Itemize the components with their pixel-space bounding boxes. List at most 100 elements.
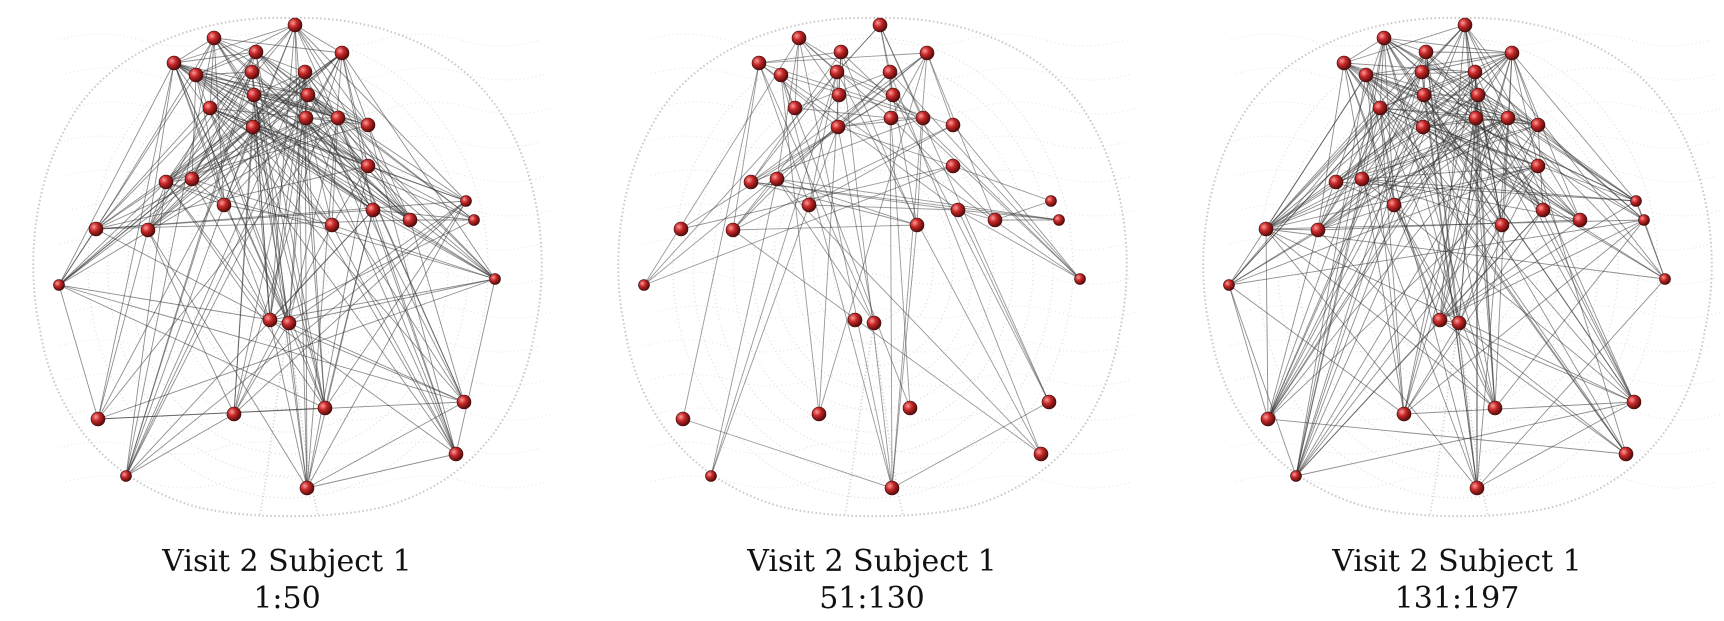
brain-node (883, 110, 899, 126)
edge (1507, 117, 1666, 280)
edge (1439, 94, 1479, 321)
edge (367, 165, 467, 202)
edge (195, 74, 333, 226)
edge (195, 51, 257, 76)
brain-node (773, 67, 789, 83)
edge (191, 74, 197, 180)
edge (97, 62, 175, 420)
edge (367, 124, 457, 455)
brain-node (1396, 406, 1412, 422)
edge (837, 126, 875, 324)
edge (372, 209, 457, 455)
edge (1265, 124, 1539, 230)
brain-node (140, 222, 156, 238)
edge (288, 117, 339, 324)
edge (1511, 52, 1539, 126)
edge (891, 52, 928, 489)
edge (1361, 94, 1425, 180)
edge (255, 51, 326, 409)
edge (1507, 117, 1635, 403)
edge (233, 322, 290, 415)
edge (1335, 181, 1395, 206)
edge (1361, 165, 1539, 180)
edge (1335, 181, 1637, 202)
edge (255, 51, 475, 221)
edge (1439, 319, 1627, 455)
brain-node (1504, 45, 1520, 61)
edge (1423, 94, 1635, 403)
edge (1228, 284, 1269, 420)
edge (1403, 209, 1544, 415)
brain-node (1414, 64, 1430, 80)
edge (147, 51, 257, 231)
brain-node (811, 406, 827, 422)
edge (173, 62, 271, 321)
edge (233, 126, 254, 415)
edge (269, 319, 465, 403)
brain-node (1432, 312, 1448, 328)
edge (1477, 94, 1544, 211)
node-group (1223, 17, 1671, 496)
brain-node (1467, 64, 1483, 80)
edge (305, 117, 457, 455)
edge (818, 52, 928, 415)
edge (1439, 200, 1637, 321)
brain-node (1328, 174, 1344, 190)
edge (1361, 178, 1637, 202)
panel-2: Visit 2 Subject 1 51:130 (585, 0, 1159, 621)
brain-node (334, 45, 350, 61)
brain-node (188, 67, 204, 83)
edge (837, 117, 924, 128)
edge (1361, 117, 1509, 180)
brain-node (1457, 17, 1473, 33)
brain-node (281, 315, 297, 331)
edge (1228, 284, 1297, 477)
edge (1393, 204, 1441, 321)
edge (253, 94, 326, 409)
edge (836, 71, 924, 119)
brain-node (673, 221, 689, 237)
edge (1393, 204, 1460, 324)
edge (1361, 178, 1478, 489)
edge (1361, 178, 1503, 226)
edge (372, 209, 475, 221)
edge (1295, 124, 1539, 477)
brain-node (1418, 44, 1434, 60)
edge (269, 219, 475, 321)
edge (1317, 37, 1385, 231)
edge (269, 94, 309, 321)
edge (173, 62, 225, 206)
edge (1475, 117, 1635, 403)
edge (957, 209, 1081, 280)
brain-node (1053, 214, 1065, 226)
brain-node (1372, 100, 1388, 116)
edge (1383, 37, 1627, 455)
edge (1425, 51, 1513, 54)
edge (165, 181, 326, 409)
brain-node (244, 64, 260, 80)
edge (1265, 94, 1425, 230)
edge (780, 74, 893, 489)
edge (750, 181, 918, 226)
edge (1228, 165, 1539, 286)
edge (1228, 74, 1367, 286)
edge (125, 413, 235, 477)
edge (794, 37, 800, 109)
edge (1228, 107, 1381, 286)
edge (147, 229, 235, 415)
edge (780, 74, 820, 415)
edge (304, 71, 308, 489)
brain-node (1386, 197, 1402, 213)
edge (1343, 37, 1385, 64)
brain-node (88, 221, 104, 237)
brain-node (1336, 55, 1352, 71)
brain-node (1535, 202, 1551, 218)
edge (1422, 117, 1509, 128)
brain-node (216, 197, 232, 213)
edge (780, 74, 911, 409)
brain-node (882, 64, 898, 80)
edge (1343, 24, 1466, 64)
edge (926, 52, 954, 126)
edge (253, 94, 369, 126)
edge (213, 37, 343, 54)
